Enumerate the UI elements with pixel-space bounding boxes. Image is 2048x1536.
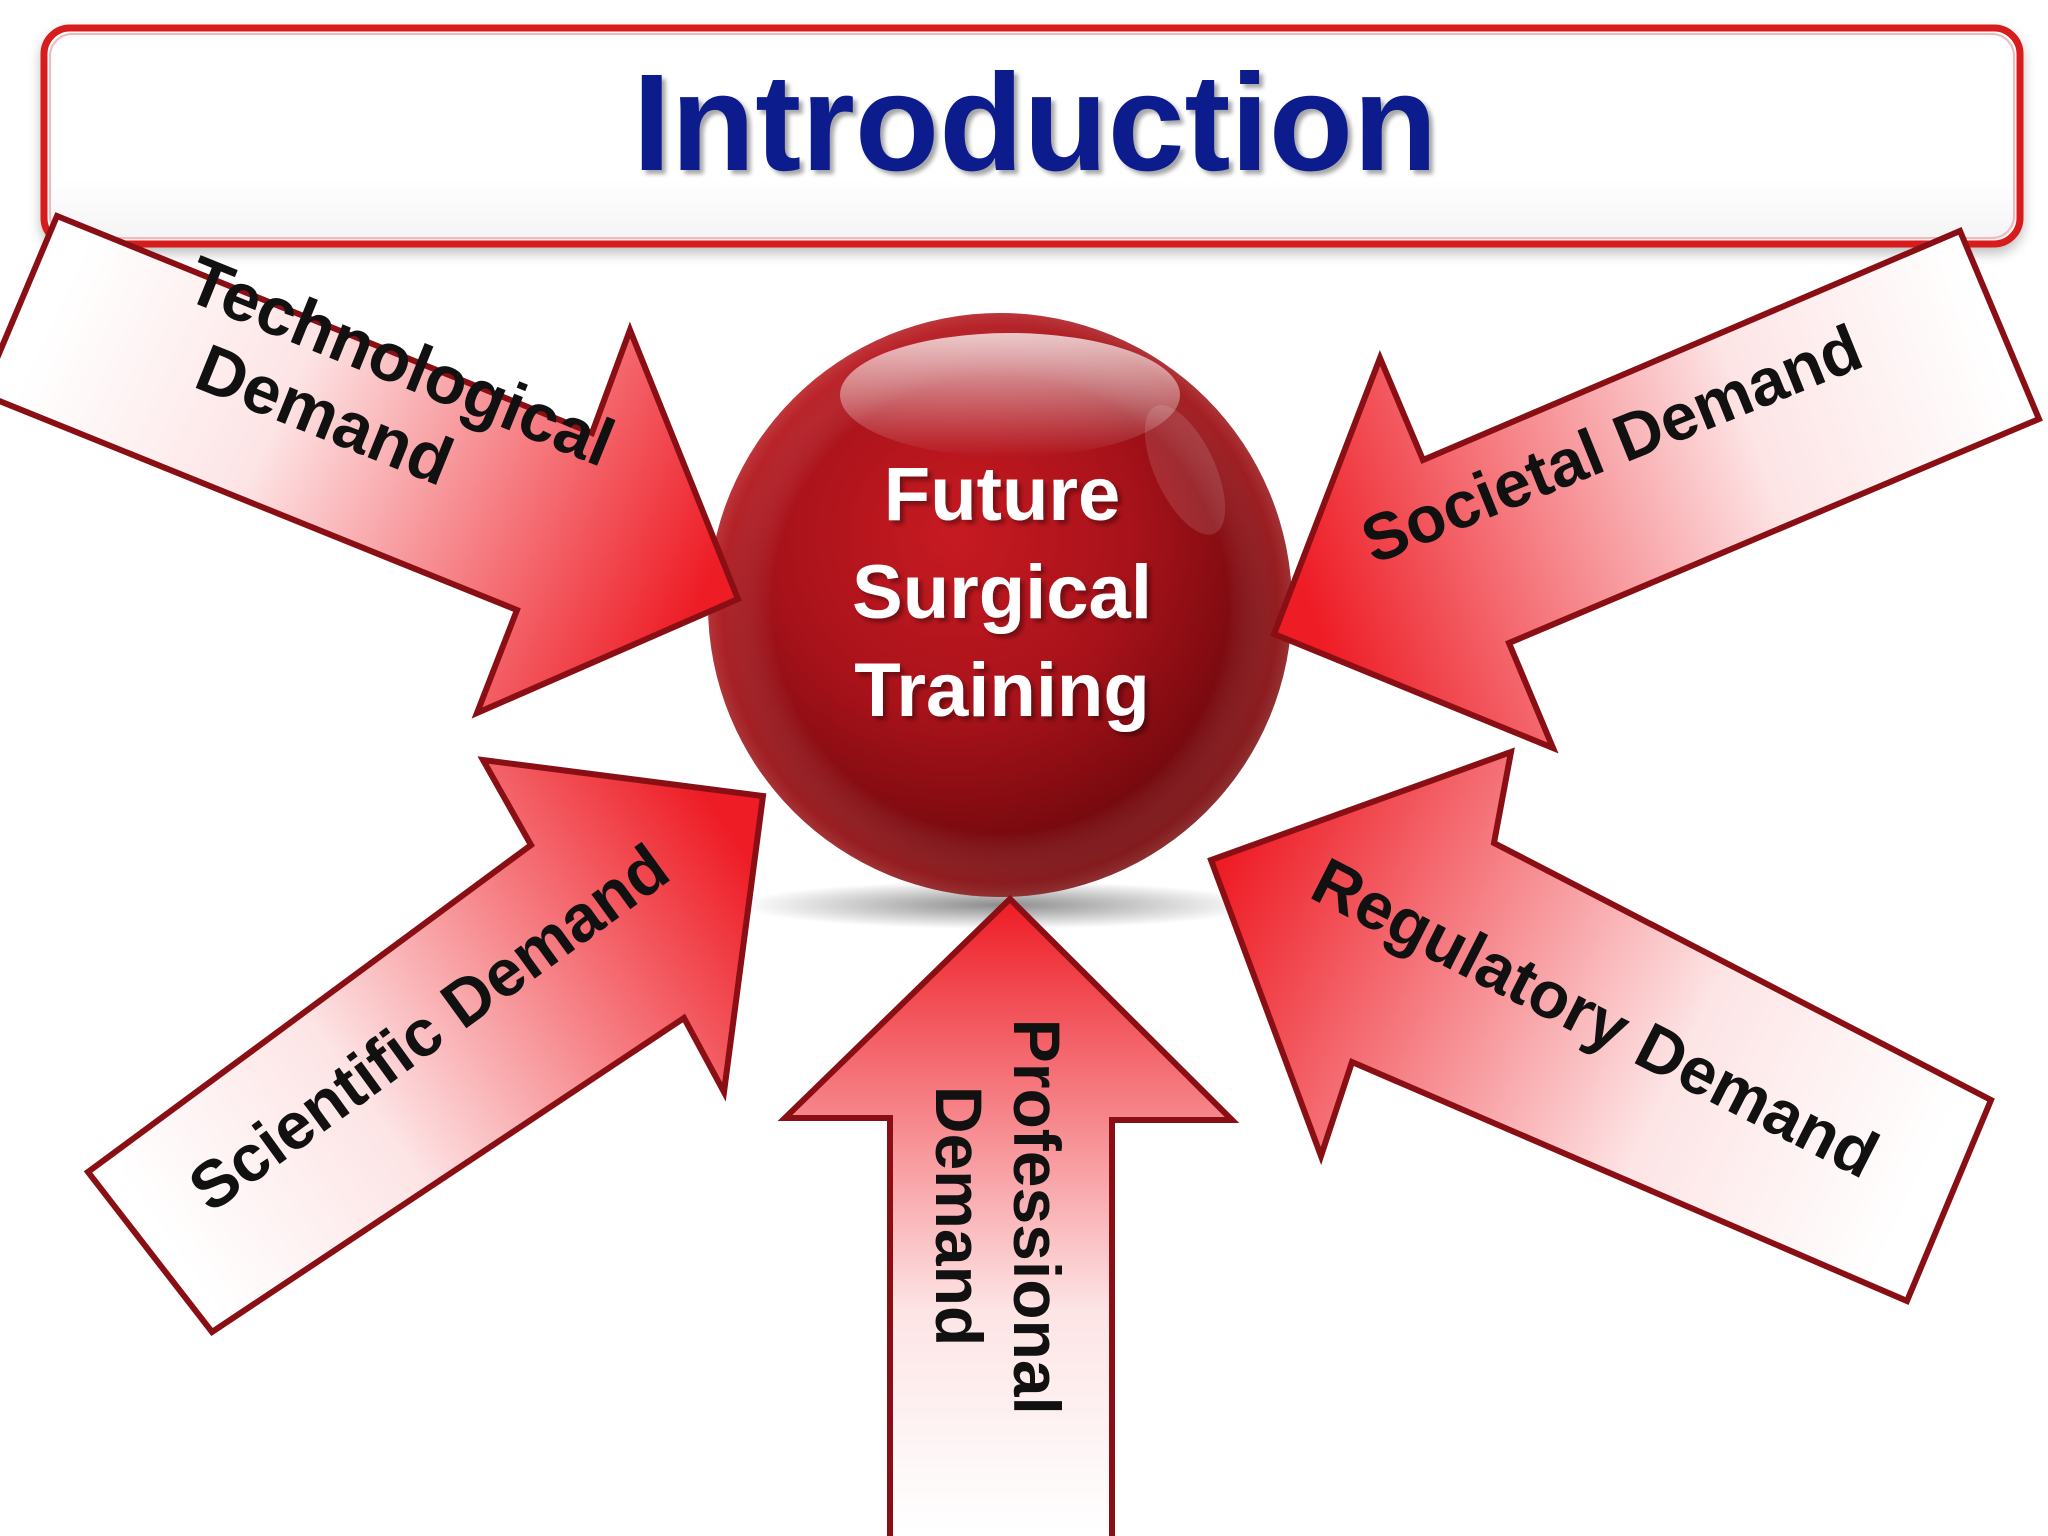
arrow-professional-shape [777, 894, 1240, 1536]
sphere-glint [1144, 405, 1226, 535]
page-title: Introduction [633, 46, 1438, 200]
arrow-technological-demand: Technological Demand [0, 212, 742, 719]
title-box-inner-edge [49, 33, 2015, 239]
arrow-scientific-demand: Scientific Demand [83, 756, 767, 1337]
arrow-societal-shape [1270, 227, 2043, 754]
sphere-line-1: Future [884, 452, 1120, 537]
arrow-scientific-shape [83, 756, 767, 1337]
sphere-rim [708, 313, 1292, 897]
arrow-professional-label: Professional Demand [922, 1019, 1074, 1433]
arrow-regulatory-demand: Regulatory Demand [1207, 747, 1995, 1305]
sphere-line-2: Surgical [852, 550, 1152, 635]
sphere-line-3: Training [854, 648, 1150, 733]
arrow-societal-demand: Societal Demand [1270, 227, 2043, 754]
center-sphere: Future Surgical Training [708, 313, 1292, 897]
arrow-professional-label-line-2: Demand [922, 1086, 996, 1346]
title-banner: Introduction [40, 24, 2024, 248]
arrow-technological-shape [0, 212, 742, 719]
arrow-professional-demand: Professional Demand [777, 894, 1240, 1536]
title-box [40, 24, 2024, 248]
arrow-regulatory-shape [1207, 747, 1995, 1305]
arrow-professional-label-line-1: Professional [1000, 1019, 1074, 1415]
sphere-highlight [840, 333, 1180, 457]
